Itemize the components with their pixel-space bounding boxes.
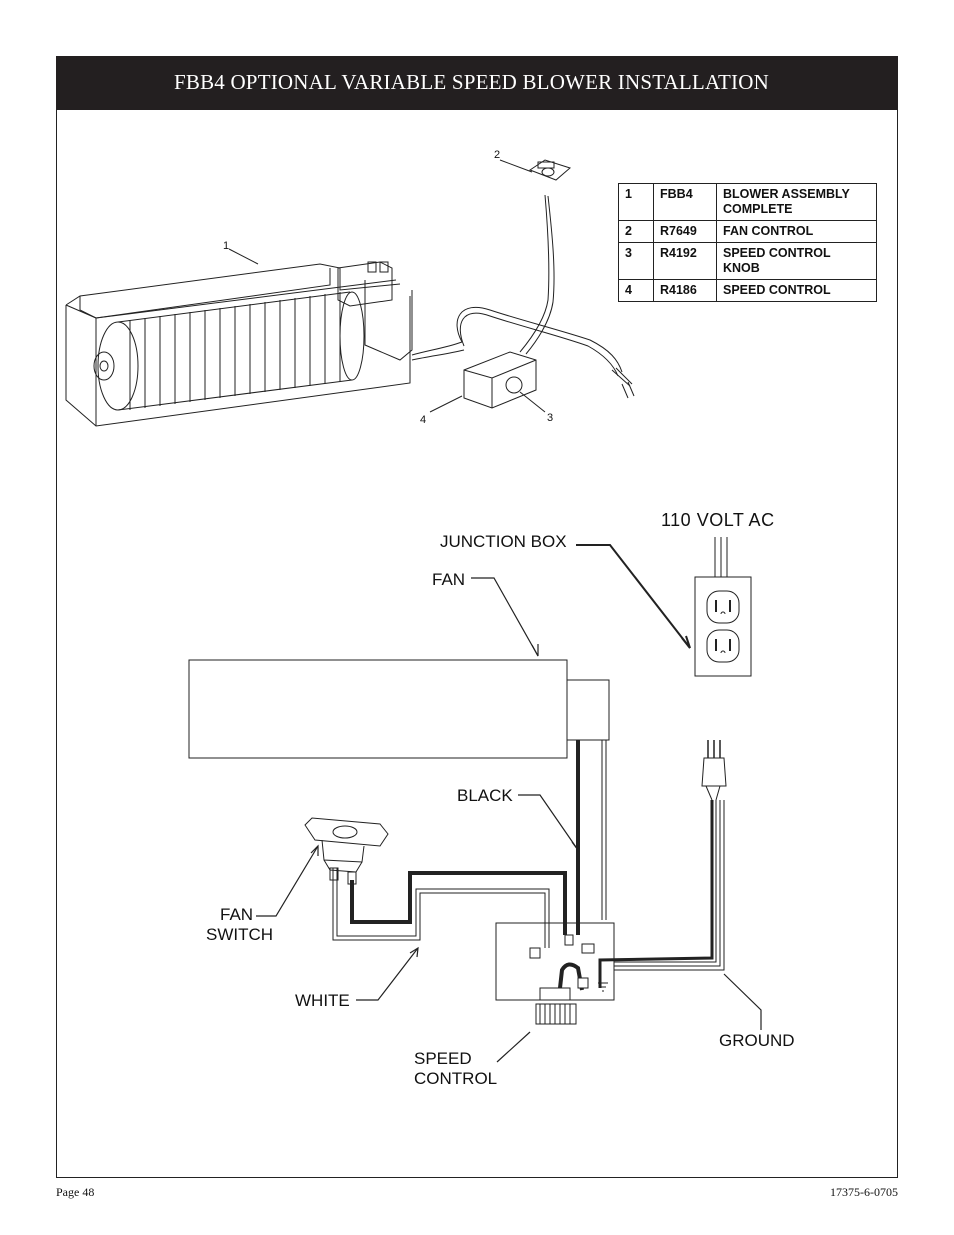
plug-illustration xyxy=(701,740,727,801)
blower-assembly-illustration xyxy=(65,159,635,427)
table-row: 4 R4186 SPEED CONTROL xyxy=(618,279,877,302)
callout-number: 3 xyxy=(547,412,554,424)
page-number: Page 48 xyxy=(56,1185,95,1199)
part-description: SPEED CONTROL KNOB xyxy=(716,242,877,280)
document-number: 17375-6-0705 xyxy=(830,1185,898,1199)
fan-junction-box xyxy=(566,679,610,741)
callout-number: 1 xyxy=(223,240,230,252)
title-bar: FBB4 OPTIONAL VARIABLE SPEED BLOWER INST… xyxy=(56,56,898,110)
part-code: R4192 xyxy=(653,242,717,280)
voltage-label: 110 VOLT AC xyxy=(661,510,775,530)
speed-control-label: SPEED xyxy=(414,1049,472,1068)
callout-number: 2 xyxy=(494,149,501,161)
fan-switch-label: SWITCH xyxy=(206,925,274,944)
fan-switch-illustration xyxy=(304,817,389,885)
part-description: BLOWER ASSEMBLY COMPLETE xyxy=(716,183,877,221)
fan-label: FAN xyxy=(432,570,466,589)
parts-table: 1 FBB4 BLOWER ASSEMBLY COMPLETE 2 R7649 … xyxy=(618,183,877,302)
part-description: SPEED CONTROL xyxy=(716,279,877,302)
ground-label: GROUND xyxy=(719,1031,795,1050)
table-row: 2 R7649 FAN CONTROL xyxy=(618,220,877,243)
white-wire-label: WHITE xyxy=(295,991,350,1010)
outlet-illustration xyxy=(694,537,752,677)
part-code: R7649 xyxy=(653,220,717,243)
speed-control-label: CONTROL xyxy=(414,1069,498,1088)
table-row: 1 FBB4 BLOWER ASSEMBLY COMPLETE xyxy=(618,183,877,221)
callout-number: 4 xyxy=(420,414,427,426)
fan-rectangle xyxy=(188,659,568,759)
part-code: R4186 xyxy=(653,279,717,302)
part-number: 1 xyxy=(618,183,654,221)
black-wire-label: BLACK xyxy=(457,786,513,805)
junction-box-label: JUNCTION BOX xyxy=(440,532,567,551)
table-row: 3 R4192 SPEED CONTROL KNOB xyxy=(618,242,877,280)
part-description: FAN CONTROL xyxy=(716,220,877,243)
page-title: FBB4 OPTIONAL VARIABLE SPEED BLOWER INST… xyxy=(174,70,769,94)
fan-switch-label: FAN xyxy=(220,905,254,924)
